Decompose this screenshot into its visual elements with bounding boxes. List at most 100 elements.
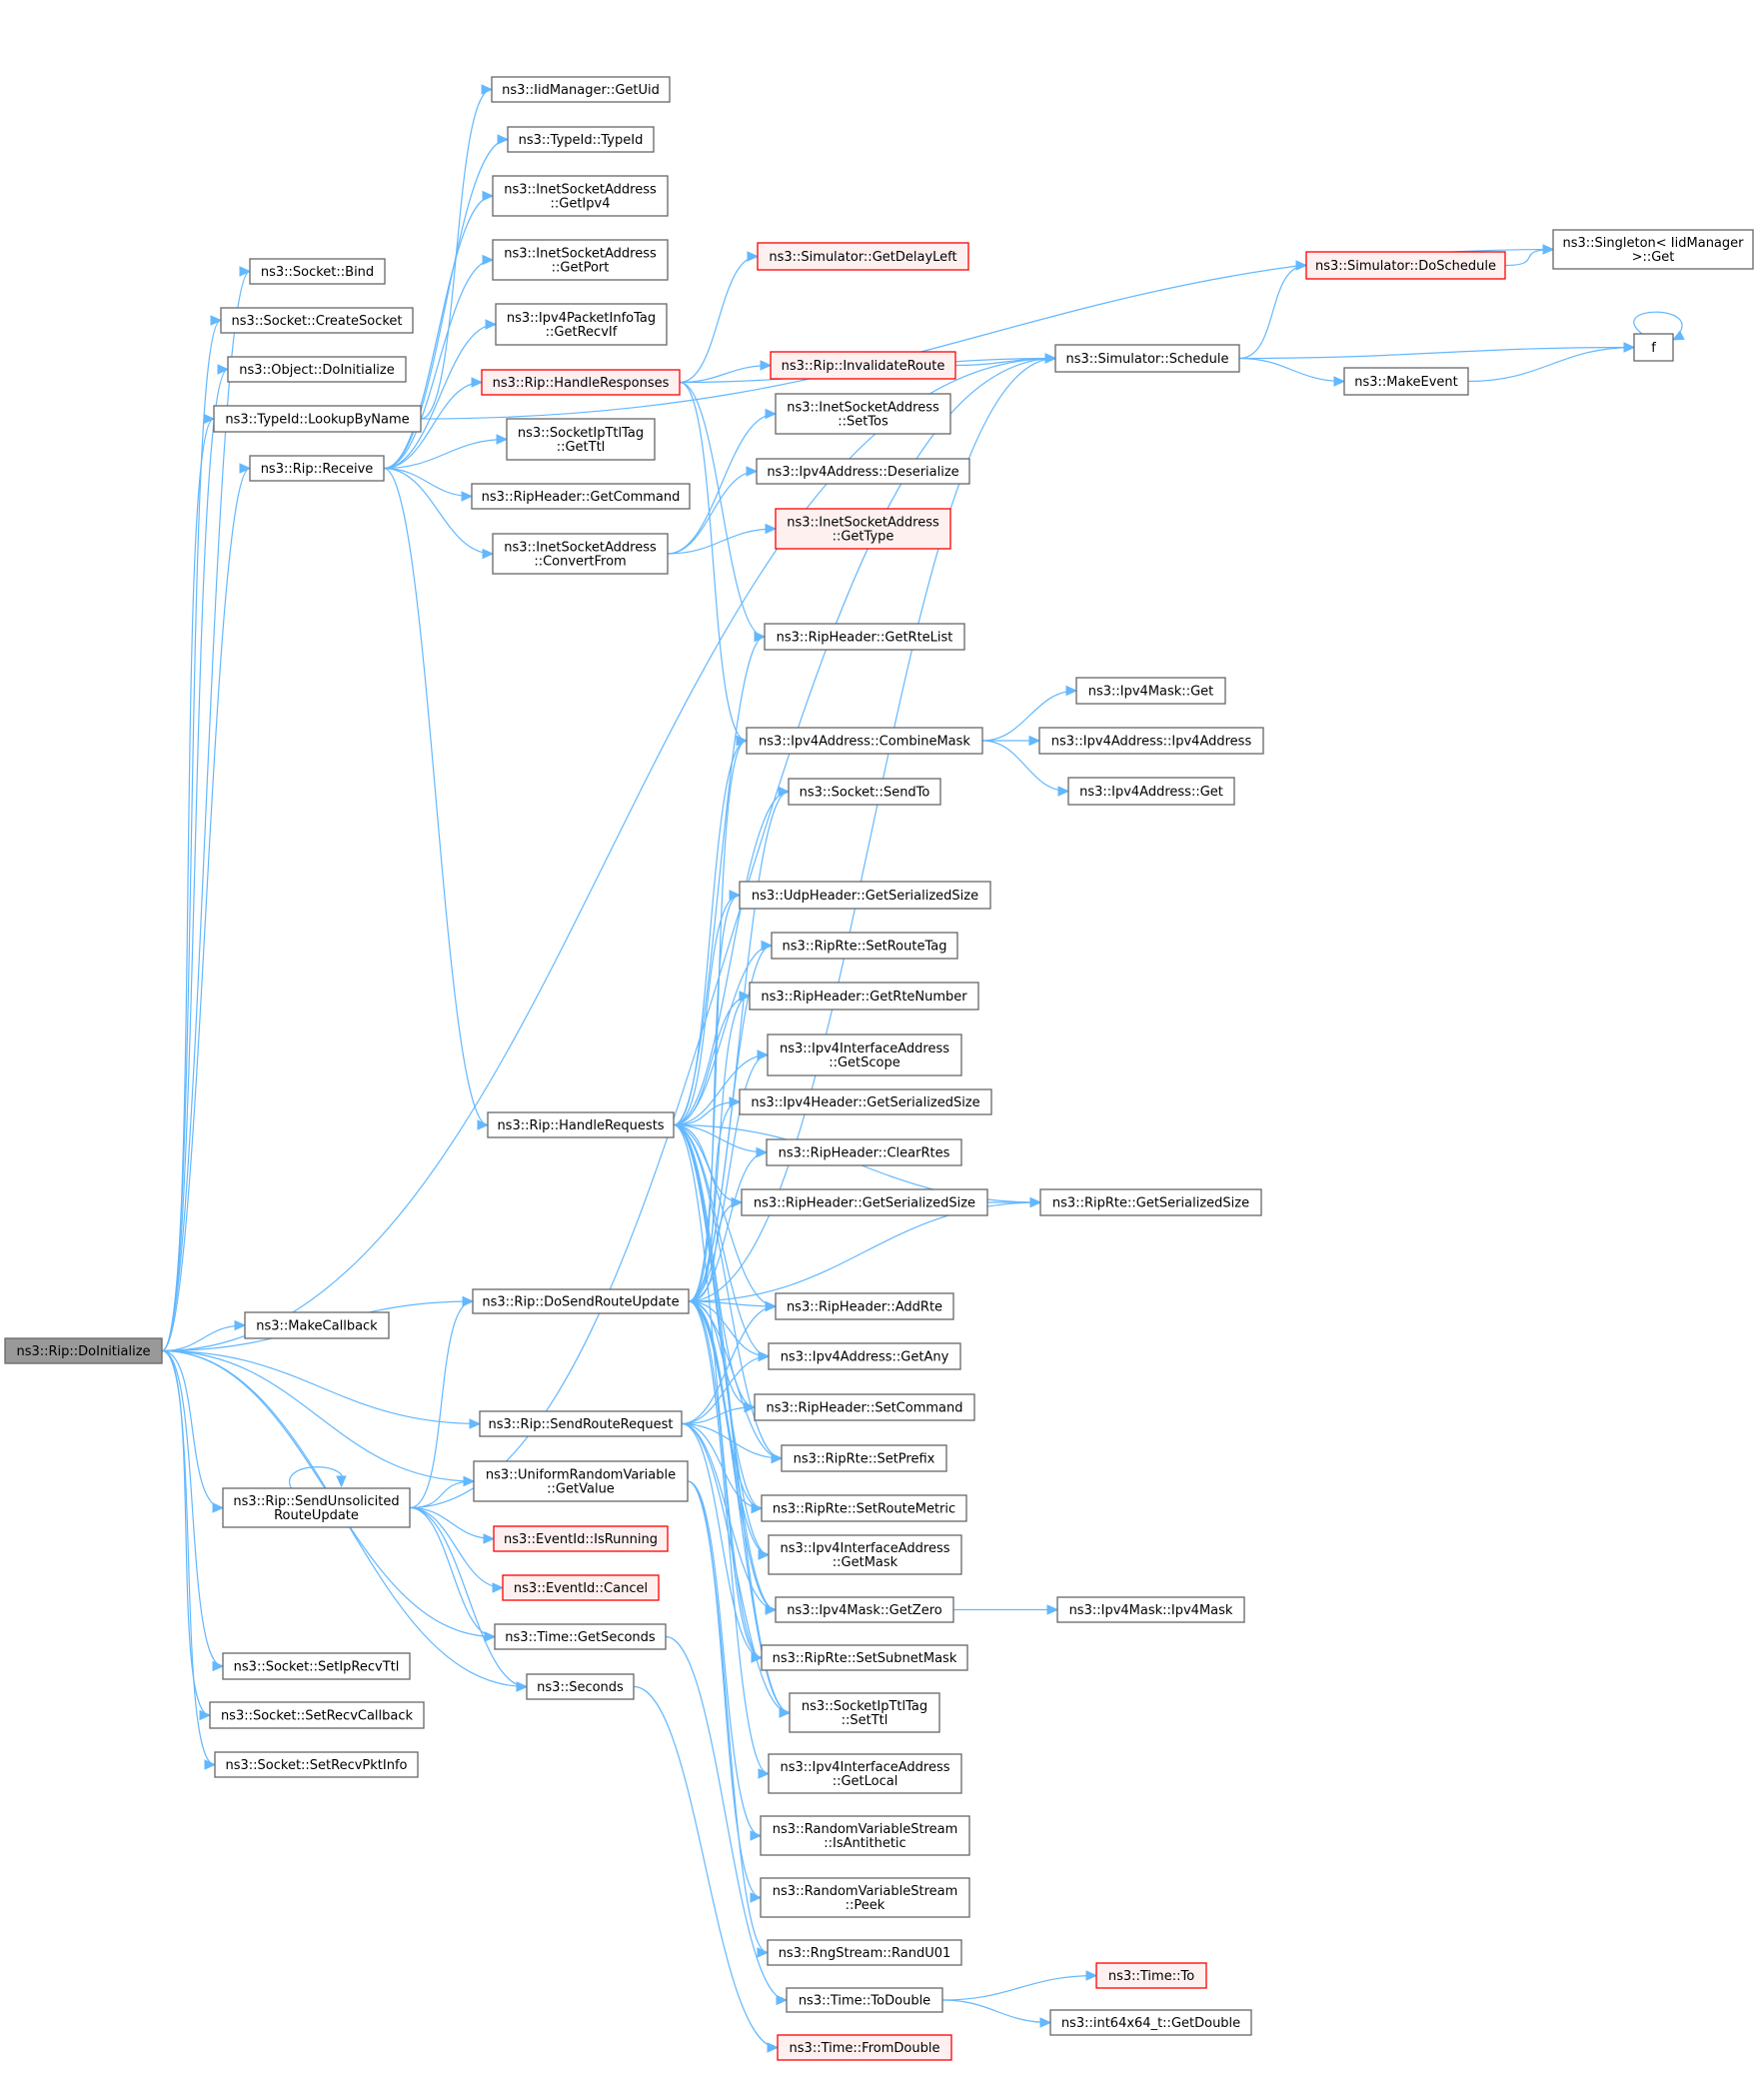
- node-box[interactable]: [746, 727, 983, 755]
- node-eventid-cancel[interactable]: ns3::EventId::Cancel: [502, 1574, 660, 1601]
- node-box[interactable]: [739, 1088, 992, 1115]
- node-box[interactable]: [1095, 1962, 1207, 1989]
- node-box[interactable]: [481, 369, 681, 396]
- node-inetsock-getipv4[interactable]: ns3::InetSocketAddress::GetIpv4: [492, 175, 669, 217]
- node-typeid-typeid[interactable]: ns3::TypeId::TypeId: [507, 126, 655, 153]
- node-ipv4mask-getzero[interactable]: ns3::Ipv4Mask::GetZero: [775, 1596, 954, 1623]
- node-box[interactable]: [1049, 2009, 1252, 2036]
- node-socket-setrecvpktinfo[interactable]: ns3::Socket::SetRecvPktInfo: [214, 1751, 419, 1778]
- node-ripheader-setcommand[interactable]: ns3::RipHeader::SetCommand: [754, 1393, 975, 1421]
- node-ipv4ifaddr-getmask[interactable]: ns3::Ipv4InterfaceAddress::GetMask: [768, 1534, 962, 1575]
- node-ipv4pktinfo-getrecvif[interactable]: ns3::Ipv4PacketInfoTag::GetRecvIf: [495, 303, 668, 346]
- node-box[interactable]: [220, 307, 414, 334]
- node-rip-handlerequests[interactable]: ns3::Rip::HandleRequests: [487, 1111, 675, 1138]
- node-box[interactable]: [491, 76, 671, 103]
- node-box[interactable]: [775, 393, 951, 435]
- node-time-fromdouble[interactable]: ns3::Time::FromDouble: [777, 2034, 952, 2061]
- node-ipv4mask-get[interactable]: ns3::Ipv4Mask::Get: [1075, 677, 1226, 705]
- node-ipv4address-get[interactable]: ns3::Ipv4Address::Get: [1067, 777, 1235, 806]
- node-udpheader-getserializedsize[interactable]: ns3::UdpHeader::GetSerializedSize: [739, 881, 991, 910]
- node-box[interactable]: [777, 2034, 952, 2061]
- node-inetsock-convertfrom[interactable]: ns3::InetSocketAddress::ConvertFrom: [492, 533, 669, 575]
- node-inetsock-settos[interactable]: ns3::InetSocketAddress::SetTos: [775, 393, 951, 435]
- node-rip-receive[interactable]: ns3::Rip::Receive: [249, 455, 385, 482]
- node-box[interactable]: [244, 1311, 390, 1339]
- node-box[interactable]: [249, 455, 385, 482]
- node-typeid-lookupbyname[interactable]: ns3::TypeId::LookupByName: [213, 405, 422, 433]
- node-box[interactable]: [764, 623, 965, 651]
- node-simulator-doschedule[interactable]: ns3::Simulator::DoSchedule: [1305, 251, 1506, 280]
- node-box[interactable]: [495, 303, 668, 346]
- node-box[interactable]: [502, 1574, 660, 1601]
- node-box[interactable]: [4, 1337, 163, 1364]
- node-box[interactable]: [781, 1444, 947, 1472]
- node-box[interactable]: [761, 1644, 968, 1671]
- node-socket-sendto[interactable]: ns3::Socket::SendTo: [788, 778, 941, 806]
- node-box[interactable]: [766, 1138, 962, 1166]
- node-ripheader-getrtenumber[interactable]: ns3::RipHeader::GetRteNumber: [749, 982, 979, 1011]
- node-riprte-setroutetag[interactable]: ns3::RipRte::SetRouteTag: [771, 932, 958, 960]
- node-box[interactable]: [227, 356, 407, 383]
- node-box[interactable]: [492, 175, 669, 217]
- node-uniformrv-getvalue[interactable]: ns3::UniformRandomVariable::GetValue: [473, 1460, 689, 1502]
- node-box[interactable]: [473, 1460, 689, 1502]
- node-box[interactable]: [222, 1652, 411, 1680]
- node-riprte-setsubnetmask[interactable]: ns3::RipRte::SetSubnetMask: [761, 1644, 968, 1671]
- node-box[interactable]: [767, 1034, 962, 1076]
- node-box[interactable]: [213, 405, 422, 433]
- node-eventid-isrunning[interactable]: ns3::EventId::IsRunning: [493, 1525, 669, 1552]
- node-riprte-setprefix[interactable]: ns3::RipRte::SetPrefix: [781, 1444, 947, 1472]
- node-box[interactable]: [209, 1701, 425, 1729]
- node-rip-handleresponses[interactable]: ns3::Rip::HandleResponses: [481, 369, 681, 396]
- node-ipv4address-getany[interactable]: ns3::Ipv4Address::GetAny: [768, 1342, 961, 1370]
- node-box[interactable]: [1633, 333, 1674, 362]
- node-socketipttltag-getttl[interactable]: ns3::SocketIpTtlTag::GetTtl: [506, 418, 656, 461]
- node-ripheader-clearrtes[interactable]: ns3::RipHeader::ClearRtes: [766, 1138, 962, 1166]
- node-box[interactable]: [767, 1939, 962, 1966]
- node-inetsock-getport[interactable]: ns3::InetSocketAddress::GetPort: [492, 239, 669, 281]
- node-box[interactable]: [775, 508, 951, 550]
- node-box[interactable]: [760, 1815, 970, 1856]
- node-socket-createsocket[interactable]: ns3::Socket::CreateSocket: [220, 307, 414, 334]
- node-rip-invalidateroute[interactable]: ns3::Rip::InvalidateRoute: [770, 351, 956, 380]
- node-box[interactable]: [760, 1877, 970, 1918]
- node-box[interactable]: [526, 1673, 635, 1700]
- node-box[interactable]: [1067, 777, 1235, 806]
- node-rip-sendrouterequest[interactable]: ns3::Rip::SendRouteRequest: [479, 1410, 683, 1437]
- node-box[interactable]: [493, 1525, 669, 1552]
- node-makeevent[interactable]: ns3::MakeEvent: [1343, 367, 1469, 396]
- node-rvstream-isantithetic[interactable]: ns3::RandomVariableStream::IsAntithetic: [760, 1815, 970, 1856]
- node-time-getseconds[interactable]: ns3::Time::GetSeconds: [494, 1623, 667, 1650]
- node-f[interactable]: f: [1633, 333, 1674, 362]
- node-rip-doinitialize[interactable]: ns3::Rip::DoInitialize: [4, 1337, 163, 1364]
- node-box[interactable]: [1305, 251, 1506, 280]
- node-box[interactable]: [1054, 344, 1240, 373]
- node-box[interactable]: [775, 1292, 954, 1320]
- node-seconds[interactable]: ns3::Seconds: [526, 1673, 635, 1700]
- node-box[interactable]: [786, 1987, 943, 2013]
- node-ripheader-getserializedsize[interactable]: ns3::RipHeader::GetSerializedSize: [741, 1188, 988, 1216]
- node-ipv4address-combinemask[interactable]: ns3::Ipv4Address::CombineMask: [746, 727, 983, 755]
- node-object-doinitialize[interactable]: ns3::Object::DoInitialize: [227, 356, 407, 383]
- node-box[interactable]: [775, 1596, 954, 1623]
- node-box[interactable]: [222, 1487, 411, 1528]
- node-box[interactable]: [506, 418, 656, 461]
- node-box[interactable]: [788, 778, 941, 806]
- node-ripheader-getcommand[interactable]: ns3::RipHeader::GetCommand: [471, 483, 691, 510]
- node-time-to[interactable]: ns3::Time::To: [1095, 1962, 1207, 1989]
- node-int64x64-getdouble[interactable]: ns3::int64x64_t::GetDouble: [1049, 2009, 1252, 2036]
- node-rvstream-peek[interactable]: ns3::RandomVariableStream::Peek: [760, 1877, 970, 1918]
- node-ipv4ifaddr-getscope[interactable]: ns3::Ipv4InterfaceAddress::GetScope: [767, 1034, 962, 1076]
- node-inetsock-gettype[interactable]: ns3::InetSocketAddress::GetType: [775, 508, 951, 550]
- node-box[interactable]: [1552, 229, 1754, 270]
- node-socketipttltag-setttl[interactable]: ns3::SocketIpTtlTag::SetTtl: [789, 1692, 940, 1733]
- node-socket-bind[interactable]: ns3::Socket::Bind: [249, 258, 386, 285]
- node-box[interactable]: [1075, 677, 1226, 705]
- node-box[interactable]: [749, 982, 979, 1011]
- node-rngstream-randu01[interactable]: ns3::RngStream::RandU01: [767, 1939, 962, 1966]
- node-box[interactable]: [1056, 1596, 1245, 1623]
- node-box[interactable]: [768, 1342, 961, 1370]
- node-iidmanager-getuid[interactable]: ns3::IidManager::GetUid: [491, 76, 671, 103]
- node-ipv4ifaddr-getlocal[interactable]: ns3::Ipv4InterfaceAddress::GetLocal: [768, 1753, 962, 1794]
